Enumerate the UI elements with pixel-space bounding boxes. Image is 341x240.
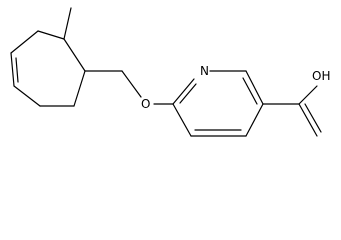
bond-c2py-c3py-inner	[242, 77, 258, 105]
bond-c2-c3	[10, 30, 39, 54]
carboxyl-group	[262, 85, 322, 137]
bond-c-o-double	[298, 103, 318, 137]
bond-methyl	[63, 7, 72, 40]
pyridine-ring	[172, 70, 264, 137]
bond-c6py-n-inner	[179, 83, 197, 104]
bond-c2py-c3py	[245, 70, 264, 105]
bond-c-oh	[298, 85, 318, 105]
atom-label-ether-oxygen: O	[141, 97, 150, 111]
bond-c3-c4-double	[10, 52, 15, 87]
atom-label-ring-nitrogen: N	[200, 64, 209, 78]
bond-c3-c4-double-inner	[15, 57, 19, 83]
bond-c5py-c6py	[172, 103, 192, 137]
bond-c3py-c4py	[245, 103, 264, 137]
bond-c-o-double-inner	[304, 103, 322, 133]
bond-c6py-n	[172, 78, 195, 105]
bond-ch2-to-o	[121, 70, 142, 98]
cyclohexene-ring	[10, 30, 86, 107]
bond-c1-c2	[37, 30, 65, 40]
molecule-structure-diagram: N O OH	[10, 7, 330, 137]
bond-c1-c6-side	[63, 38, 86, 72]
bond-c6-c1	[73, 70, 86, 107]
bond-c4-c5	[13, 85, 41, 107]
atom-label-carboxylic-acid: OH	[312, 69, 330, 83]
